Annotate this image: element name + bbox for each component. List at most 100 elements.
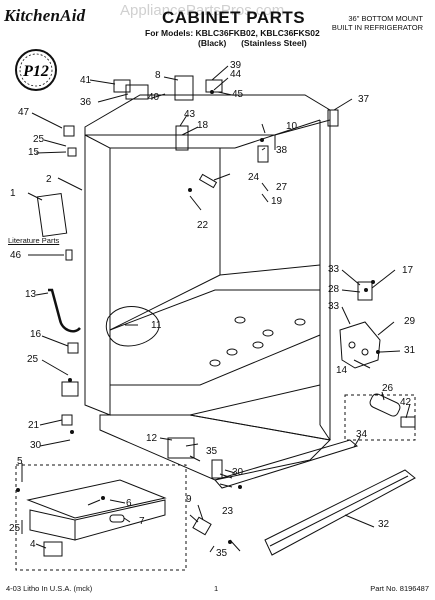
callout-46: 46 <box>10 250 22 261</box>
part-39 <box>205 79 223 93</box>
part-43 <box>175 125 189 151</box>
callout-24: 24 <box>248 172 260 183</box>
callout-43: 43 <box>184 109 196 120</box>
spec-line-1: 36" BOTTOM MOUNT <box>348 14 423 23</box>
callout-2: 2 <box>46 174 52 185</box>
callout-35-bottom: 35 <box>216 548 228 559</box>
callout-12: 12 <box>146 433 158 444</box>
part-21 <box>61 414 73 426</box>
base-rail <box>99 414 332 481</box>
callout-7: 7 <box>139 516 145 527</box>
callout-28: 28 <box>328 284 340 295</box>
part-47 <box>63 125 75 137</box>
callout-33-mid: 33 <box>328 301 340 312</box>
callout-10: 10 <box>286 121 298 132</box>
part-36 <box>125 84 149 100</box>
part-24 <box>198 173 218 189</box>
spec-line-2: BUILT IN REFRIGERATOR <box>331 23 423 32</box>
callout-16: 16 <box>30 329 42 340</box>
callout-31: 31 <box>404 345 416 356</box>
p12-badge: P12 <box>15 49 57 91</box>
literature-parts-label: Literature Parts <box>8 236 60 245</box>
base-frame-5 <box>26 479 167 519</box>
callout-25-bottom: 25 <box>9 523 21 534</box>
part-38 <box>257 145 269 163</box>
literature-card <box>36 192 68 238</box>
callout-33-top: 33 <box>328 264 340 275</box>
roller-26 <box>369 393 401 417</box>
callout-30-left: 30 <box>30 440 42 451</box>
callout-34: 34 <box>356 429 368 440</box>
cabinet-left-side <box>84 134 111 416</box>
part-14-clip <box>61 381 79 397</box>
brand-logo: KitchenAid <box>4 6 86 25</box>
part-4 <box>43 541 63 557</box>
callout-42: 42 <box>400 397 412 408</box>
callout-1: 1 <box>10 188 16 199</box>
callout-35-top: 35 <box>206 446 218 457</box>
callout-41: 41 <box>80 75 92 86</box>
callout-14: 14 <box>336 365 348 376</box>
callout-29: 29 <box>404 316 416 327</box>
color-black: (Black) <box>198 38 227 48</box>
callout-25-top: 25 <box>33 134 45 145</box>
callout-18: 18 <box>197 120 209 131</box>
callout-22: 22 <box>197 220 209 231</box>
drain-channel-34 <box>214 439 359 489</box>
base-frame-outline <box>15 464 187 571</box>
models-line: For Models: KBLC36FKB02, KBLC36FKS02 <box>145 28 320 38</box>
part-41 <box>113 79 131 93</box>
callout-27: 27 <box>276 182 288 193</box>
callout-44: 44 <box>230 69 242 80</box>
watermark: AppliancePartsPros.com <box>120 2 285 19</box>
callout-6: 6 <box>126 498 132 509</box>
callout-19: 19 <box>271 196 283 207</box>
callout-17: 17 <box>402 265 414 276</box>
callout-8: 8 <box>155 70 161 81</box>
part-9-23 <box>211 459 223 479</box>
kick-plate-32 <box>264 469 416 556</box>
part-42 <box>400 416 416 428</box>
footer-part-number: Part No. 8196487 <box>370 584 429 593</box>
callout-39: 39 <box>230 60 242 71</box>
callout-21: 21 <box>28 420 40 431</box>
callout-47: 47 <box>18 107 30 118</box>
color-stainless: (Stainless Steel) <box>241 38 307 48</box>
callout-11: 11 <box>151 320 162 331</box>
callout-45: 45 <box>232 89 244 100</box>
callout-36: 36 <box>80 97 92 108</box>
callout-15: 15 <box>28 147 40 158</box>
callout-26: 26 <box>382 383 394 394</box>
color-variants: (Black) (Stainless Steel) <box>198 38 307 48</box>
part-8 <box>174 75 194 101</box>
callout-30-right: 30 <box>232 467 244 478</box>
callout-40: 40 <box>148 92 160 103</box>
tube-13 <box>48 288 81 333</box>
page-title: CABINET PARTS <box>162 8 306 27</box>
hinge-plate <box>339 321 381 369</box>
part-46 <box>65 249 73 261</box>
footer-page-number: 1 <box>214 584 219 593</box>
p12-badge-text: P12 <box>22 63 49 80</box>
callout-4: 4 <box>30 539 36 550</box>
product-spec: 36" BOTTOM MOUNT BUILT IN REFRIGERATOR <box>332 14 423 32</box>
callout-37: 37 <box>358 94 370 105</box>
callout-13: 13 <box>25 289 37 300</box>
part-12-15 <box>167 437 195 459</box>
side-opening-11 <box>105 305 160 347</box>
part-15 <box>67 147 77 157</box>
freezer-floor <box>109 289 321 386</box>
callout-32: 32 <box>378 519 390 530</box>
part-16 <box>67 342 79 354</box>
callout-23: 23 <box>222 506 234 517</box>
callout-38: 38 <box>276 145 288 156</box>
part-7 <box>109 514 125 523</box>
part-9 <box>192 516 212 536</box>
callout-9: 9 <box>186 494 192 505</box>
footer-litho: 4-03 Litho In U.S.A. (mck) <box>6 584 93 593</box>
callout-5: 5 <box>17 456 23 467</box>
callout-25-mid: 25 <box>27 354 39 365</box>
part-37 <box>327 109 339 127</box>
